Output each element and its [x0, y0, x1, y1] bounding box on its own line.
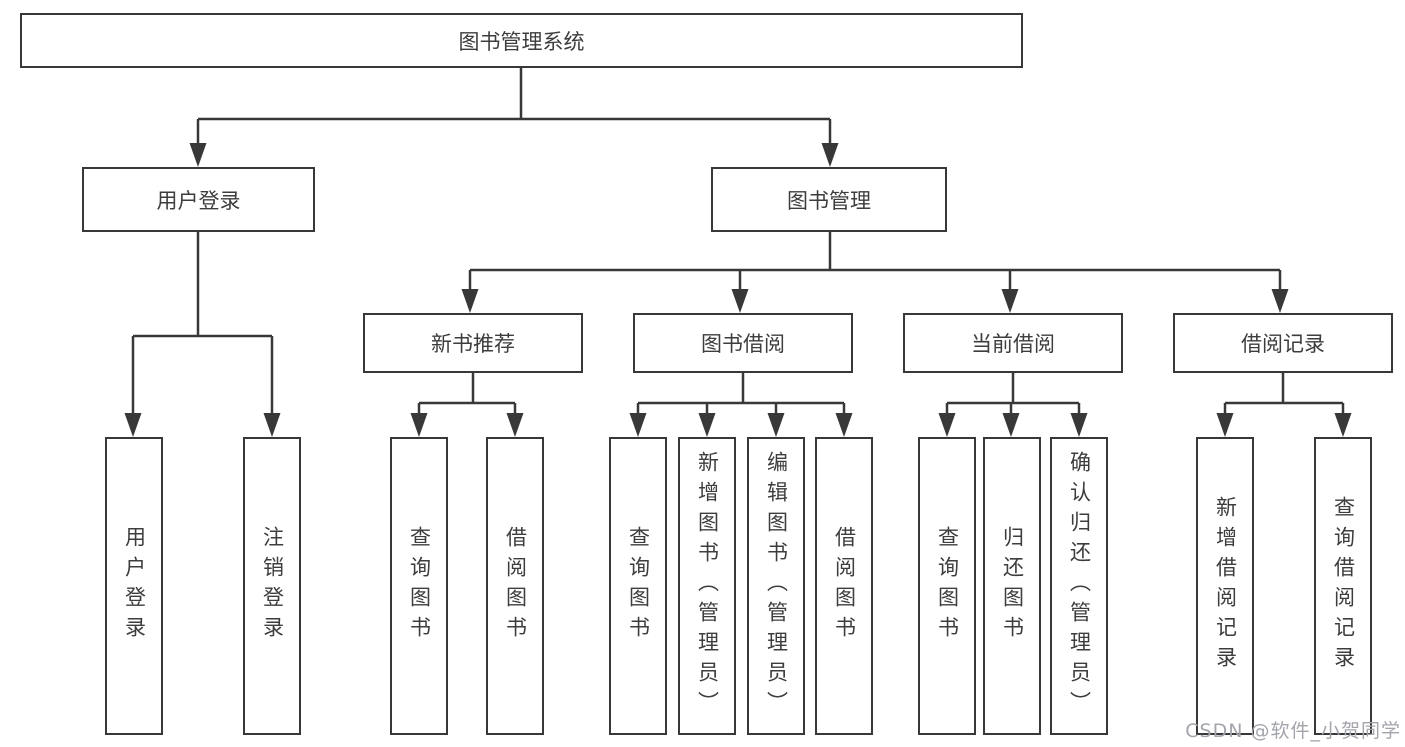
connector-current-borrow-branch: [945, 373, 1081, 416]
arrow-down-icon: [410, 413, 428, 437]
leaf-edit-books-admin-label: 编辑图书（管理员）: [764, 451, 789, 721]
watermark: CSDN @软件_小贺同学: [1185, 720, 1401, 742]
node-library-system: 图书管理系统: [20, 13, 1023, 68]
leaf-add-borrow-record-label: 新增借阅记录: [1213, 496, 1238, 676]
arrow-down-icon: [629, 413, 647, 437]
connector-book-borrow-branch: [636, 373, 846, 416]
leaf-logout: 注销登录: [243, 437, 301, 735]
leaf-confirm-return-admin: 确认归还（管理员）: [1050, 437, 1108, 735]
leaf-edit-books-admin: 编辑图书（管理员）: [747, 437, 805, 735]
arrow-down-icon: [835, 413, 853, 437]
node-user-login: 用户登录: [82, 167, 315, 232]
arrow-down-icon: [506, 413, 524, 437]
leaf-query-books-borrow-label: 查询图书: [626, 526, 651, 646]
arrow-down-icon: [1002, 413, 1020, 437]
leaf-borrow-books: 借阅图书: [815, 437, 873, 735]
arrow-down-icon: [189, 143, 207, 167]
leaf-borrow-books-label: 借阅图书: [832, 526, 857, 646]
arrowheads: [124, 143, 1352, 437]
leaf-query-borrow-record-label: 查询借阅记录: [1331, 496, 1356, 676]
leaf-query-borrow-record: 查询借阅记录: [1314, 437, 1372, 735]
arrow-down-icon: [698, 413, 716, 437]
arrow-down-icon: [731, 289, 749, 313]
leaf-borrow-books-recommend: 借阅图书: [486, 437, 544, 735]
connector-borrow-records-branch: [1223, 373, 1345, 416]
connector-user-login-branch: [131, 232, 274, 416]
arrow-down-icon: [124, 413, 142, 437]
arrow-down-icon: [1271, 289, 1289, 313]
leaf-confirm-return-admin-label: 确认归还（管理员）: [1067, 451, 1092, 721]
leaf-user-login: 用户登录: [105, 437, 163, 735]
node-new-book-recommend: 新书推荐: [363, 313, 583, 373]
connector-root-to-level1: [196, 68, 832, 146]
leaf-query-books-recommend-label: 查询图书: [407, 526, 432, 646]
arrow-down-icon: [461, 289, 479, 313]
leaf-borrow-books-recommend-label: 借阅图书: [503, 526, 528, 646]
node-current-borrow: 当前借阅: [903, 313, 1123, 373]
leaf-return-books-label: 归还图书: [1000, 526, 1025, 646]
leaf-query-books-current: 查询图书: [918, 437, 976, 735]
leaf-query-books-borrow: 查询图书: [609, 437, 667, 735]
leaf-add-books-admin: 新增图书（管理员）: [678, 437, 736, 735]
arrow-down-icon: [1070, 413, 1088, 437]
arrow-down-icon: [263, 413, 281, 437]
connector-book-management-branch: [468, 232, 1282, 292]
arrow-down-icon: [821, 143, 839, 167]
arrow-down-icon: [1001, 289, 1019, 313]
leaf-return-books: 归还图书: [983, 437, 1041, 735]
arrow-down-icon: [1216, 413, 1234, 437]
node-book-management: 图书管理: [711, 167, 947, 232]
node-borrow-records: 借阅记录: [1173, 313, 1393, 373]
arrow-down-icon: [938, 413, 956, 437]
arrow-down-icon: [767, 413, 785, 437]
leaf-query-books-recommend: 查询图书: [390, 437, 448, 735]
leaf-add-borrow-record: 新增借阅记录: [1196, 437, 1254, 735]
arrow-down-icon: [1334, 413, 1352, 437]
connector-new-book-branch: [417, 373, 517, 416]
leaf-query-books-current-label: 查询图书: [935, 526, 960, 646]
leaf-logout-label: 注销登录: [260, 526, 285, 646]
node-book-borrow: 图书借阅: [633, 313, 853, 373]
leaf-add-books-admin-label: 新增图书（管理员）: [695, 451, 720, 721]
leaf-user-login-label: 用户登录: [122, 526, 147, 646]
